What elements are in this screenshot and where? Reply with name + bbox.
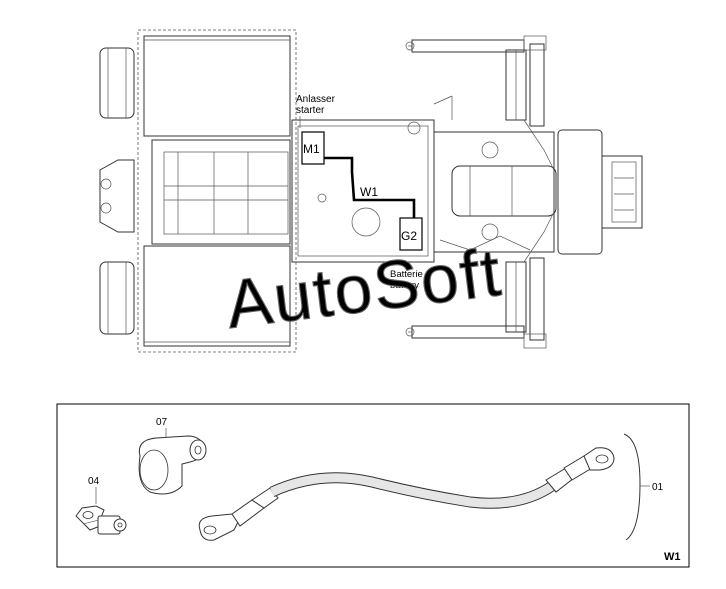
starter-label-en: starter: [296, 105, 325, 116]
battery-label-en: battery: [390, 280, 419, 291]
battery-clamp-icon: [75, 505, 127, 535]
callout-04: 04: [88, 476, 100, 487]
parts-box-frame: [56, 403, 690, 568]
wire-code-label: W1: [360, 185, 378, 199]
watermark-text: AutoSoft: [222, 234, 506, 343]
callout-07: 07: [156, 417, 168, 428]
battery-cable-icon: [198, 447, 615, 541]
battery-code: G2: [401, 229, 417, 243]
parts-box-label: W1: [664, 551, 681, 563]
battery-box: [399, 217, 423, 251]
callout-01: 01: [652, 482, 664, 493]
terminal-cap-icon: [138, 435, 207, 495]
starter-label-de: Anlasser: [296, 94, 336, 105]
battery-cable-route: [324, 156, 416, 218]
tractor-outline-illustration: [99, 29, 643, 353]
starter-motor-code: M1: [303, 142, 320, 156]
starter-motor-box: [301, 131, 325, 165]
battery-label-de: Batterie: [390, 269, 423, 280]
